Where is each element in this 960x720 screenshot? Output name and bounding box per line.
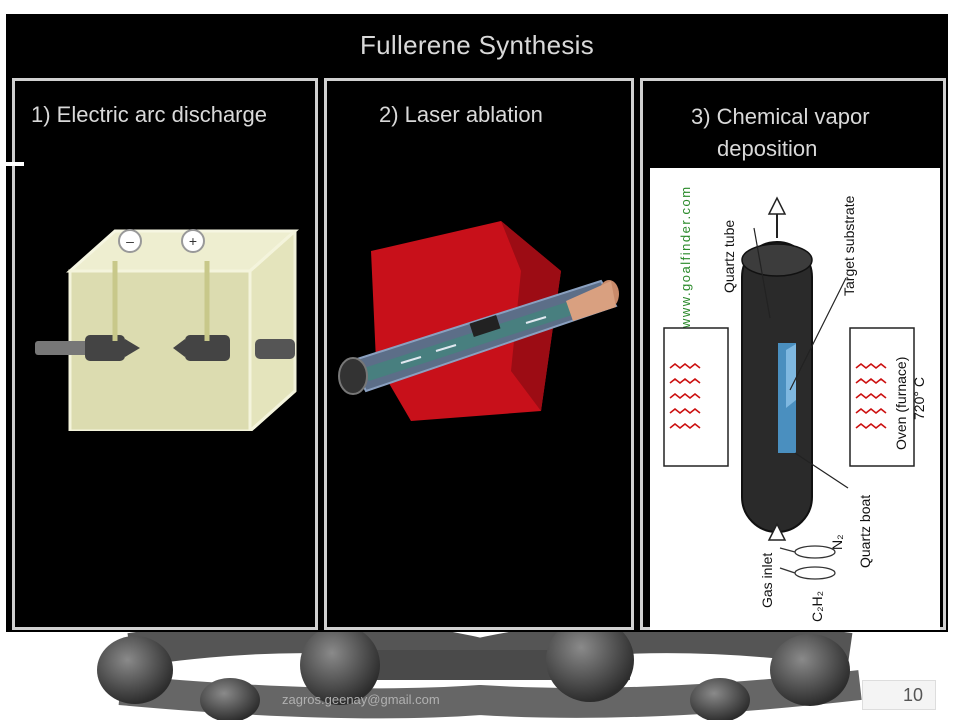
heat-waves-left-icon bbox=[669, 362, 701, 430]
arc-discharge-illustration: – + bbox=[35, 229, 299, 431]
cvd-diagram: www.goalfinder.com Quartz tube Target su… bbox=[650, 168, 940, 630]
watermark-text: www.goalfinder.com bbox=[678, 185, 693, 329]
panel-heading-laser: 2) Laser ablation bbox=[379, 102, 543, 127]
laser-ablation-illustration bbox=[338, 221, 619, 421]
figure-title: Fullerene Synthesis bbox=[359, 30, 595, 60]
panel-laser-ablation: 2) Laser ablation bbox=[324, 78, 634, 630]
label-c2h2: C₂H₂ bbox=[809, 591, 825, 622]
label-gas-inlet: Gas inlet bbox=[759, 553, 775, 608]
footer-email: zagros.geenay@gmail.com bbox=[282, 692, 440, 707]
minus-terminal-icon: – bbox=[126, 233, 134, 249]
heat-waves-right-icon bbox=[855, 362, 887, 430]
side-marker bbox=[6, 162, 24, 166]
slide-number: 10 bbox=[862, 680, 936, 710]
fullerene-molecule-graphic bbox=[97, 618, 862, 720]
label-target-substrate: Target substrate bbox=[841, 195, 857, 296]
label-oven: Oven (furnace) bbox=[893, 357, 909, 450]
label-temperature: 720° C bbox=[911, 377, 927, 420]
panel-heading-cvd: 3) Chemical vapor deposition bbox=[691, 104, 870, 161]
label-quartz-boat: Quartz boat bbox=[857, 495, 873, 568]
label-quartz-tube: Quartz tube bbox=[721, 220, 737, 293]
plus-terminal-icon: + bbox=[189, 233, 197, 249]
label-n2: N₂ bbox=[829, 534, 845, 550]
panel-electric-arc: 1) Electric arc discharge – + bbox=[12, 78, 318, 630]
panel-heading-arc: 1) Electric arc discharge bbox=[31, 102, 267, 127]
